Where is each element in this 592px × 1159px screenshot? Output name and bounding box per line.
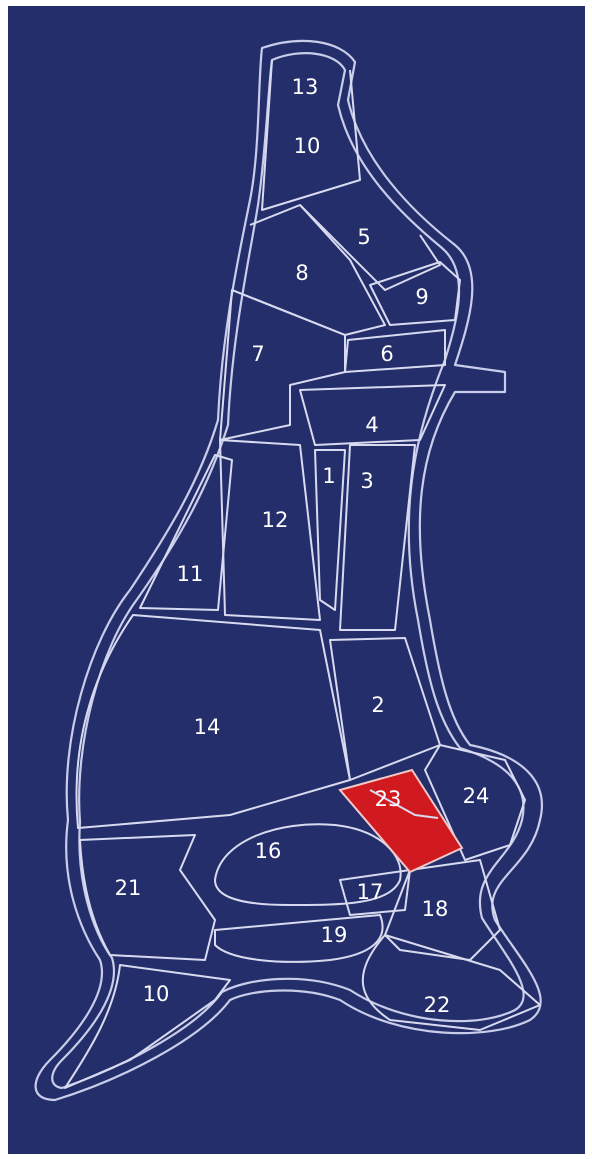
label-8: 8 — [295, 261, 308, 285]
label-11: 11 — [177, 562, 204, 586]
label-14: 14 — [194, 715, 221, 739]
label-12: 12 — [262, 508, 289, 532]
label-18: 18 — [422, 897, 449, 921]
label-21: 21 — [115, 876, 142, 900]
label-1: 1 — [322, 464, 335, 488]
label-24: 24 — [463, 784, 490, 808]
label-19: 19 — [321, 923, 348, 947]
label-10-bottom: 10 — [143, 982, 170, 1006]
label-17: 17 — [357, 880, 384, 904]
label-4: 4 — [365, 413, 378, 437]
label-3: 3 — [360, 469, 373, 493]
label-13: 13 — [292, 75, 319, 99]
label-16: 16 — [255, 839, 282, 863]
label-22: 22 — [424, 993, 451, 1017]
label-7: 7 — [251, 342, 264, 366]
label-6: 6 — [380, 342, 393, 366]
label-10-top: 10 — [294, 134, 321, 158]
label-2: 2 — [371, 693, 384, 717]
label-9: 9 — [415, 285, 428, 309]
label-5: 5 — [357, 225, 370, 249]
label-23: 23 — [375, 787, 402, 811]
diagram-background — [8, 6, 585, 1154]
